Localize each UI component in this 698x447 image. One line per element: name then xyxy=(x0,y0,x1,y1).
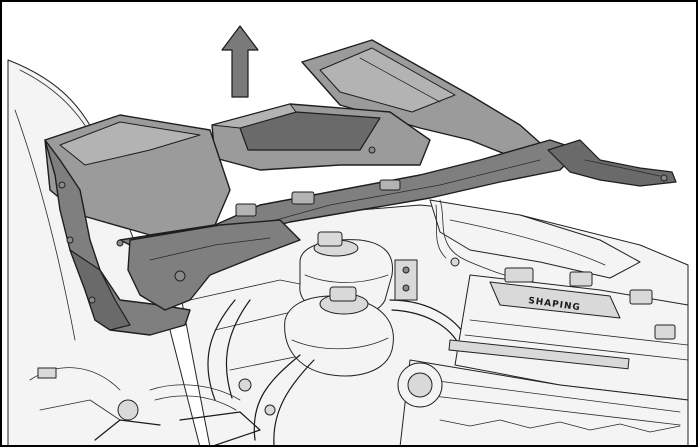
cover-left-leg xyxy=(44,139,191,336)
up-arrow-icon xyxy=(221,25,259,98)
intake-manifold xyxy=(399,339,689,447)
sensor-bracket xyxy=(394,259,418,301)
engine-bay: SHAPING xyxy=(7,59,689,447)
cover-right-tail xyxy=(547,139,677,187)
fender-clip xyxy=(37,367,57,379)
engine-cover-part xyxy=(44,39,677,336)
air-intake-duct xyxy=(429,199,641,279)
cover-left-bracket xyxy=(127,219,301,311)
expansion-tank xyxy=(284,286,394,377)
valve-cover: SHAPING xyxy=(454,267,689,401)
coolant-hose xyxy=(253,354,301,441)
engine-mount xyxy=(117,399,139,421)
cover-tab xyxy=(235,203,257,217)
